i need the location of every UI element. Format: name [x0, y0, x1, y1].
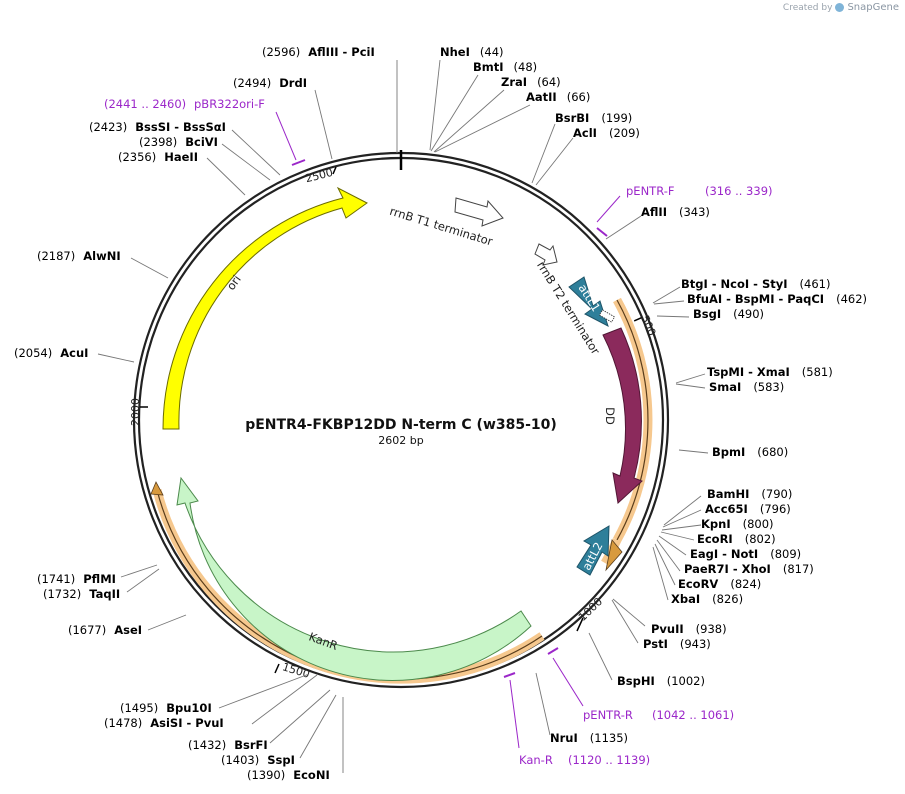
site-leader-lines — [97, 59, 709, 773]
primer-penTR-f[interactable]: pENTR-F (316 .. 339) — [596, 184, 773, 237]
site-bsrbi[interactable]: BsrBI(199) — [555, 111, 632, 125]
kanr-arrow — [176, 476, 532, 681]
site-aatii[interactable]: AatII(66) — [526, 90, 590, 104]
tick-label-500: 500 — [638, 313, 658, 337]
tick-group-1000: 1000 — [576, 595, 605, 632]
site-asisi-pvui[interactable]: (1478)AsiSI - PvuI — [104, 716, 224, 730]
site-bsgi[interactable]: BsgI(490) — [693, 307, 764, 321]
site-bsssi-bsssai[interactable]: (2423)BssSI - BssSαI — [89, 120, 226, 134]
site-ecori[interactable]: EcoRI(802) — [697, 532, 776, 546]
tick-group-500: 500 — [633, 313, 658, 338]
plasmid-length: 2602 bp — [378, 434, 423, 447]
site-nrui[interactable]: NruI(1135) — [550, 731, 628, 745]
site-sspi[interactable]: (1403)SspI — [221, 753, 295, 767]
primer-kan-r[interactable]: Kan-R (1120 .. 1139) — [503, 672, 650, 767]
site-acui[interactable]: (2054)AcuI — [14, 346, 88, 360]
site-smai[interactable]: SmaI(583) — [709, 380, 784, 394]
site-tspmi-xmai[interactable]: TspMI - XmaI(581) — [707, 365, 833, 379]
site-btgi-ncoi-styi[interactable]: BtgI - NcoI - StyI(461) — [681, 277, 830, 291]
snapgene-logo-icon — [835, 3, 845, 12]
site-econi[interactable]: (1390)EcoNI — [247, 768, 330, 782]
site-ecorv[interactable]: EcoRV(824) — [678, 577, 761, 591]
site-drdi[interactable]: (2494)DrdI — [233, 76, 307, 90]
ori-arrow — [162, 186, 368, 430]
site-eagi-noti[interactable]: EagI - NotI(809) — [690, 547, 801, 561]
snapgene-brand-name: SnapGene — [847, 2, 899, 13]
dd-arrow — [602, 327, 643, 504]
site-afliii-pcii[interactable]: (2596)AflIII - PciI — [262, 45, 375, 59]
primer-pentr-f-range: (316 .. 339) — [705, 184, 773, 198]
dd-label: DD — [603, 407, 617, 425]
site-alwni[interactable]: (2187)AlwNI — [37, 249, 121, 263]
site-bpmi[interactable]: BpmI(680) — [712, 445, 788, 459]
primer-pbr322ori-f[interactable]: (2441 .. 2460) pBR322ori-F — [104, 97, 306, 166]
primer-pentr-r-name: pENTR-R — [583, 708, 633, 722]
tick-mark-1000 — [576, 617, 584, 632]
created-by-label: Created by — [782, 2, 833, 13]
site-bpu10i[interactable]: (1495)Bpu10I — [120, 701, 212, 715]
feature-rrnb-t1-terminator[interactable]: rrnB T1 terminator — [388, 197, 504, 249]
feature-ori[interactable]: ori — [162, 186, 368, 430]
site-taqii[interactable]: (1732)TaqII — [43, 587, 120, 601]
site-asei[interactable]: (1677)AseI — [68, 623, 142, 637]
site-psti[interactable]: PstI(943) — [643, 637, 711, 651]
tick-mark-1500 — [274, 663, 280, 674]
site-bamhi[interactable]: BamHI(790) — [707, 487, 792, 501]
site-labels: NheI(44) BmtI(48) ZraI(64) AatII(66) Bsr… — [14, 45, 867, 782]
plasmid-title: pENTR4-FKBP12DD N-term C (w385-10) — [245, 417, 557, 433]
primer-pentr-r-range: (1042 .. 1061) — [652, 708, 734, 722]
site-nhei[interactable]: NheI(44) — [440, 45, 504, 59]
site-xbai[interactable]: XbaI(826) — [671, 592, 743, 606]
feature-dd[interactable]: DD — [602, 327, 643, 504]
tick-group-2000: 2000 — [129, 398, 148, 426]
site-pvuii[interactable]: PvuII(938) — [651, 622, 727, 636]
primer-kan-r-range: (1120 .. 1139) — [568, 753, 650, 767]
site-paer7i-xhoi[interactable]: PaeR7I - XhoI(817) — [684, 562, 814, 576]
site-bmti[interactable]: BmtI(48) — [473, 60, 537, 74]
primer-kan-r-name: Kan-R — [519, 753, 553, 767]
tick-mark-500 — [633, 317, 642, 322]
site-bsphi[interactable]: BspHI(1002) — [617, 674, 705, 688]
site-bfuai-bspmi-paqci[interactable]: BfuAI - BspMI - PaqCI(462) — [687, 292, 867, 306]
primer-pentr-f-name: pENTR-F — [626, 184, 674, 198]
site-aflii[interactable]: AflII(343) — [641, 205, 710, 219]
feature-attl2[interactable]: attL2 — [576, 525, 610, 576]
site-kpni[interactable]: KpnI(800) — [701, 517, 774, 531]
site-pflmi[interactable]: (1741)PflMI — [37, 572, 116, 586]
attl2-label: attL2 — [579, 540, 605, 573]
tick-label-2000: 2000 — [129, 398, 142, 426]
site-haeii[interactable]: (2356)HaeII — [118, 150, 198, 164]
feature-kanr[interactable]: KanR — [176, 476, 532, 681]
site-acli[interactable]: AclI(209) — [573, 126, 640, 140]
rrnb-t2-arrow — [534, 243, 558, 266]
primer-pentr-r[interactable]: pENTR-R (1042 .. 1061) — [547, 647, 734, 722]
site-zrai[interactable]: ZraI(64) — [501, 75, 561, 89]
site-bsrfi[interactable]: (1432)BsrFI — [188, 738, 268, 752]
attl2-arrow — [576, 525, 610, 576]
site-acc65i[interactable]: Acc65I(796) — [705, 502, 791, 516]
site-bcivi[interactable]: (2398)BciVI — [139, 135, 218, 149]
tick-mark-2500 — [332, 166, 337, 175]
tick-label-1000: 1000 — [576, 595, 605, 624]
attl1-marker — [598, 309, 616, 323]
snapgene-watermark: Created by SnapGene — [783, 2, 899, 13]
selection-band-right — [601, 297, 653, 572]
primer-pbr322ori-f-name: pBR322ori-F — [194, 97, 265, 111]
primer-pbr322ori-f-range: (2441 .. 2460) — [104, 97, 186, 111]
rrnb-t1-arrow — [454, 197, 504, 227]
